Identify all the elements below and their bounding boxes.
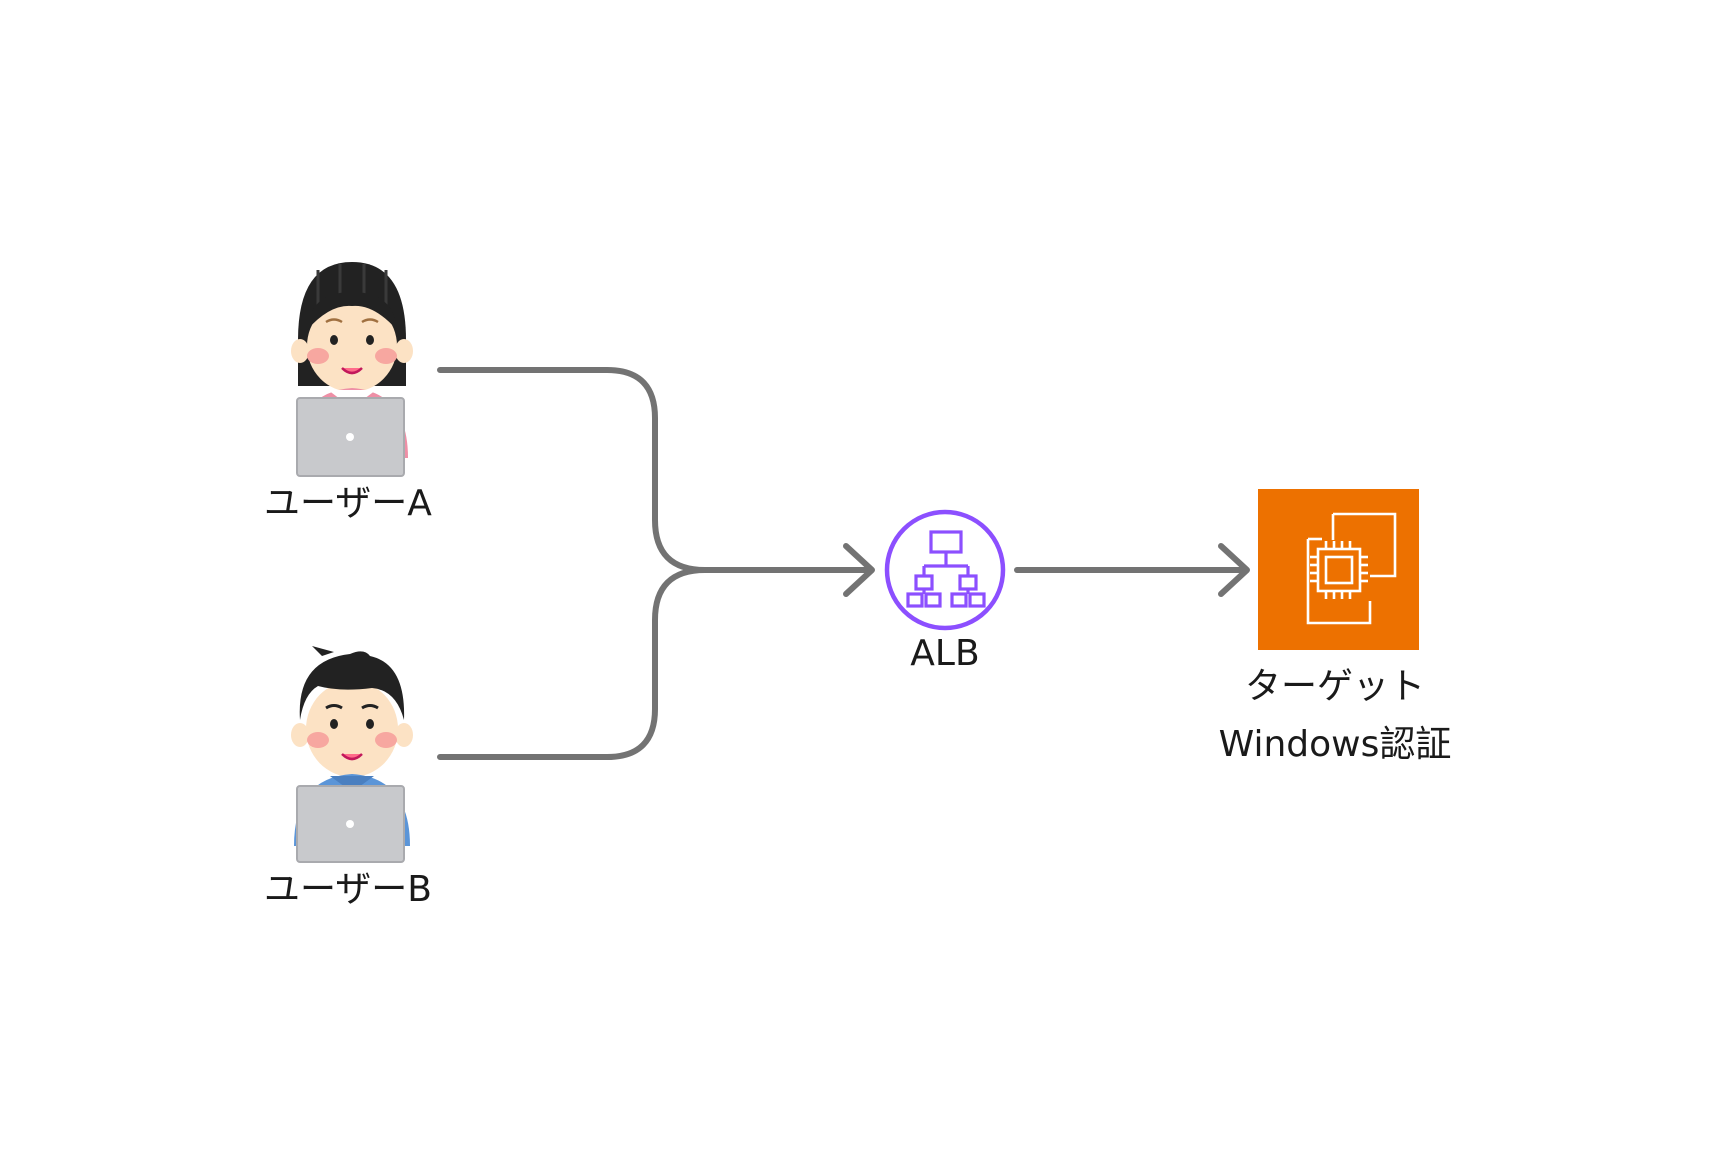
connectors [437,367,1250,760]
user-b-icon [291,646,413,863]
user-a-icon [291,262,413,477]
connector-user-b-to-alb [437,567,708,760]
user-a-label: ユーザーA [264,483,432,524]
target-label-line2: Windows認証 [1218,724,1452,765]
connector-user-a-to-alb [437,367,873,573]
user-b-label: ユーザーB [264,869,432,910]
alb-label: ALB [910,633,980,674]
load-balancer-icon [884,509,1006,631]
target-label: ターゲット Windows認証 [1180,658,1490,774]
arrowhead-to-alb [843,543,875,597]
target-label-line1: ターゲット [1244,666,1425,707]
arrowhead-to-target [1218,543,1250,597]
ec2-instance-icon [1258,489,1419,650]
